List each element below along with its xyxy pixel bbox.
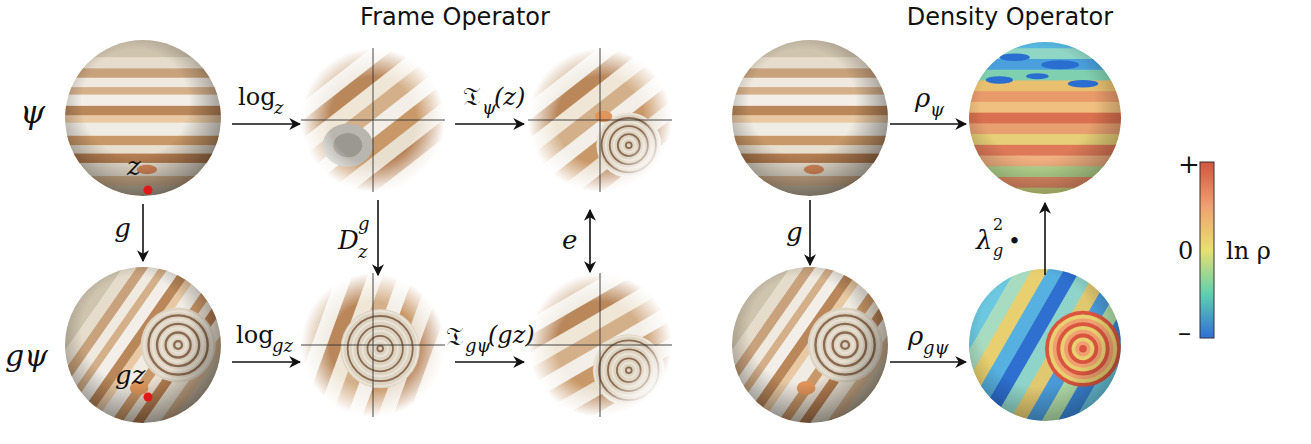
colorbar-label: 0: [1178, 238, 1193, 264]
panel-title: Density Operator: [907, 4, 1113, 30]
map-arrow: [455, 361, 524, 363]
math-label: g: [358, 214, 370, 234]
planet-sphere: [65, 267, 221, 423]
math-label: log: [238, 84, 276, 110]
math-label: z: [274, 98, 283, 118]
math-label: log: [236, 322, 274, 348]
log-map-illustration: [463, 216, 737, 444]
colorbar: [1200, 162, 1214, 338]
planet-sphere: [65, 40, 221, 196]
math-label: g: [786, 218, 803, 247]
math-label: D: [338, 226, 359, 255]
log-map-illustration: [462, 0, 739, 255]
colorbar-label: +: [1178, 150, 1200, 179]
planet-illustration: [65, 267, 221, 423]
map-arrow: [890, 361, 966, 363]
colorbar-label: –: [1178, 318, 1191, 347]
point-label: z: [127, 152, 141, 181]
math-label: gz: [272, 336, 293, 356]
math-label: ψ: [930, 100, 944, 120]
math-label: ρ: [908, 322, 923, 351]
map-arrow: [589, 210, 591, 272]
math-label: (gz): [488, 322, 535, 348]
map-arrow: [232, 361, 300, 363]
math-label: 2: [993, 216, 1003, 234]
planet-node: ψz: [65, 40, 221, 196]
panel-title: Frame Operator: [360, 4, 550, 30]
edge-label: g: [114, 214, 131, 243]
planet-illustration: [65, 40, 221, 196]
density-illustration: [931, 27, 1159, 210]
math-label: e: [562, 226, 577, 255]
point-label: gz: [115, 361, 145, 390]
signal-symbol: gψ: [5, 339, 48, 372]
math-label: z: [358, 242, 367, 262]
map-arrow: [809, 200, 811, 265]
map-arrow: [1044, 203, 1046, 275]
signal-symbol: ψ: [20, 95, 45, 130]
math-label: gψ: [923, 338, 949, 358]
density-illustration: [909, 201, 1182, 444]
map-arrow: [890, 123, 966, 125]
map-arrow: [455, 123, 524, 125]
math-label: λ: [976, 226, 992, 255]
planet-illustration: [666, 195, 956, 444]
math-label: (z): [494, 84, 525, 110]
math-label: ρ: [915, 84, 930, 113]
log-map-illustration: [255, 214, 492, 444]
math-label: 𝔗: [463, 82, 480, 111]
math-label: g: [993, 242, 1003, 260]
point-marker: [144, 186, 153, 195]
planet-node: gψgz: [65, 267, 221, 423]
math-label: 𝔗: [446, 322, 463, 351]
map-arrow: [232, 123, 300, 125]
planet-illustration: [693, 24, 927, 214]
math-label: •: [1008, 230, 1021, 254]
point-marker: [144, 393, 153, 402]
math-label: gψ: [465, 336, 491, 356]
map-arrow: [377, 200, 379, 275]
colorbar-label: ln ρ: [1226, 238, 1271, 264]
group-action-arrow: [142, 204, 144, 261]
